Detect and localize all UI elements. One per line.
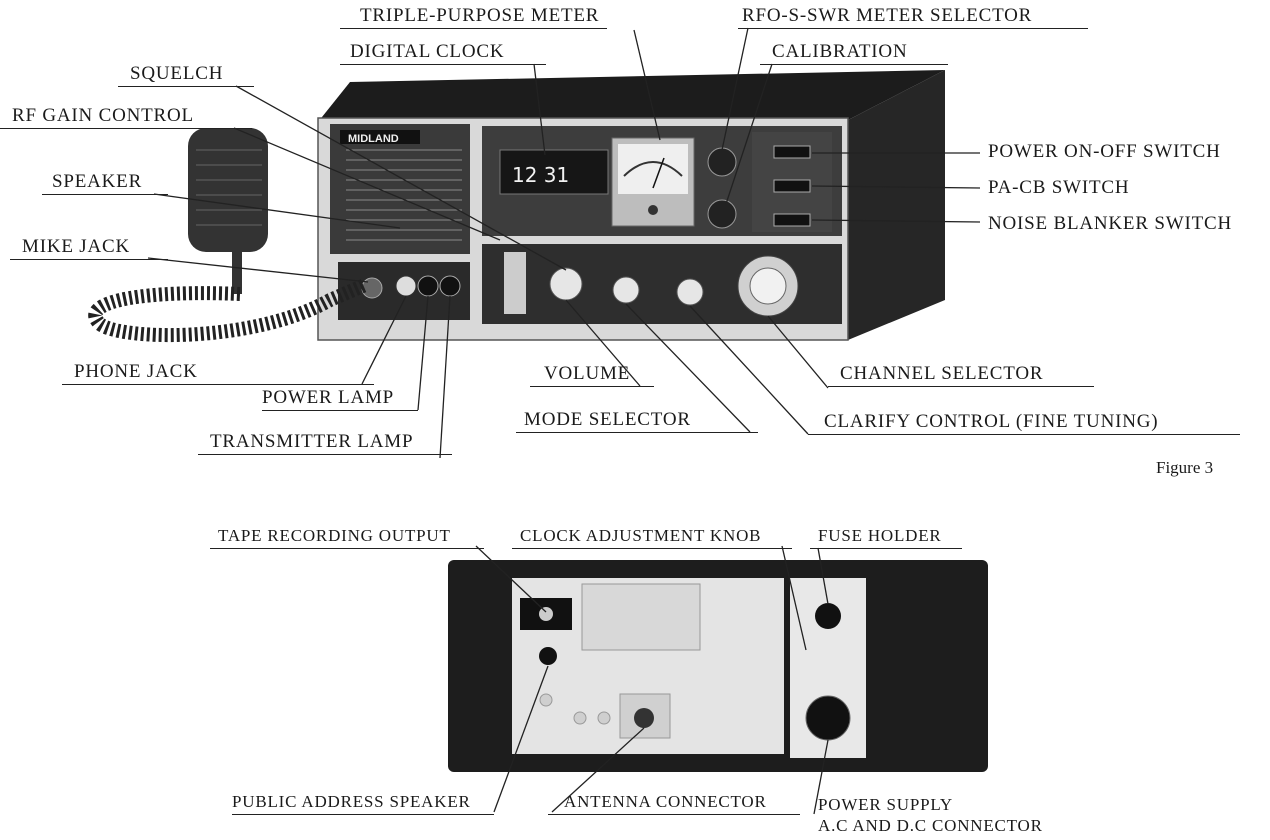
label-public-address-speaker: PUBLIC ADDRESS SPEAKER <box>232 792 494 815</box>
figure-caption: Figure 3 <box>1156 458 1214 477</box>
label-rf-gain-control: RF GAIN CONTROL <box>0 106 252 129</box>
label-mode-selector: MODE SELECTOR <box>516 410 758 433</box>
microphone <box>88 128 368 343</box>
label-noise-blanker-switch: NOISE BLANKER SWITCH <box>988 213 1232 234</box>
label-volume: VOLUME <box>530 364 654 387</box>
label-power-lamp: POWER LAMP <box>262 388 418 411</box>
brand-logo: MIDLAND <box>348 133 399 145</box>
label-power-on-off-switch: POWER ON-OFF SWITCH <box>988 141 1221 162</box>
front-radio-body: MIDLAND 12 31 <box>317 70 945 341</box>
label-power-supply-line2: A.C AND D.C CONNECTOR <box>818 816 1043 835</box>
label-clarify-control: CLARIFY CONTROL (FINE TUNING) <box>808 412 1240 435</box>
label-antenna-connector: ANTENNA CONNECTOR <box>548 792 800 815</box>
label-fuse-holder: FUSE HOLDER <box>810 526 962 549</box>
label-mike-jack: MIKE JACK <box>10 237 168 260</box>
leader-lines <box>147 27 981 815</box>
label-transmitter-lamp: TRANSMITTER LAMP <box>198 432 452 455</box>
rear-radio-body <box>448 560 988 772</box>
label-digital-clock: DIGITAL CLOCK <box>340 42 546 65</box>
label-squelch: SQUELCH <box>118 64 254 87</box>
label-rfo-s-swr-meter-selector: RFO-S-SWR METER SELECTOR <box>738 6 1088 29</box>
label-speaker: SPEAKER <box>42 172 168 195</box>
label-triple-purpose-meter: TRIPLE-PURPOSE METER <box>340 6 608 29</box>
label-pa-cb-switch: PA-CB SWITCH <box>988 177 1130 198</box>
label-phone-jack: PHONE JACK <box>62 362 374 385</box>
label-clock-adjustment-knob: CLOCK ADJUSTMENT KNOB <box>512 526 792 549</box>
label-channel-selector: CHANNEL SELECTOR <box>828 364 1094 387</box>
label-tape-recording-output: TAPE RECORDING OUTPUT <box>210 526 484 549</box>
label-calibration: CALIBRATION <box>760 42 948 65</box>
label-power-supply-line1: POWER SUPPLY <box>818 795 953 814</box>
clock-display: 12 31 <box>512 163 569 187</box>
